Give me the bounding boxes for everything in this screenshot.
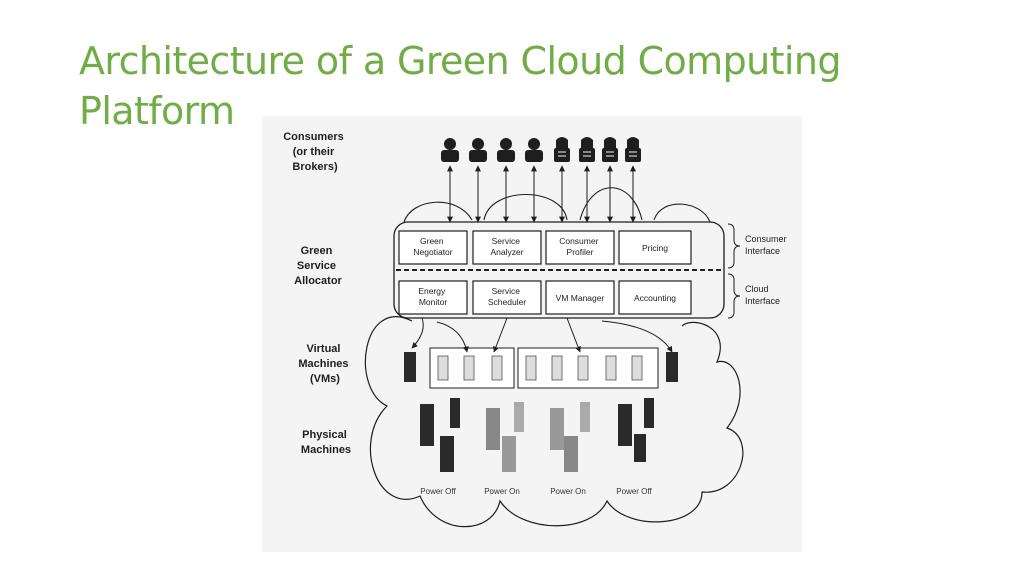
server-icon xyxy=(618,398,654,462)
module-box-energy-monitor xyxy=(398,280,468,315)
layer-label-line: Virtual xyxy=(306,343,340,355)
module-label-line: Energy xyxy=(418,286,446,296)
module-box-pricing xyxy=(618,230,692,265)
vm-icon xyxy=(437,355,449,381)
module-label-line: Scheduler xyxy=(488,297,526,307)
module-label-line: Service xyxy=(492,286,521,296)
layer-label-line: Service xyxy=(297,260,336,272)
layer-label-line: Machines xyxy=(298,358,348,370)
module-label-line: Service xyxy=(492,236,521,246)
module-label-line: Pricing xyxy=(642,243,668,253)
module-label-line: Monitor xyxy=(419,297,448,307)
layer-label-physical: Physical Machines xyxy=(301,429,351,456)
allocator-top-bumps xyxy=(403,187,711,223)
module-label-line: Green xyxy=(420,236,444,246)
person-icon xyxy=(469,138,487,162)
module-box-service-scheduler xyxy=(472,280,542,315)
module-label-line: Negotiator xyxy=(413,247,452,257)
module-label-line: Analyzer xyxy=(490,247,523,257)
architecture-svg: Consumers (or their Brokers) Green Servi… xyxy=(283,131,789,528)
module-label-vm-manager: VM Manager xyxy=(556,293,605,303)
allocator-vm-arrow xyxy=(566,317,581,353)
consumer-interface-label: Consumer Interface xyxy=(745,234,789,256)
layer-label-line: (VMs) xyxy=(310,373,340,385)
cloud-interface-brace xyxy=(727,273,741,319)
layer-label-line: (or their xyxy=(293,146,335,158)
robot-icon xyxy=(602,137,618,162)
module-label-line: Consumer xyxy=(559,236,598,246)
robot-icon xyxy=(579,137,595,162)
module-box-accounting xyxy=(618,280,692,315)
layer-label-line: Consumers xyxy=(283,131,344,143)
robot-icon xyxy=(554,137,570,162)
vm-icon xyxy=(666,352,678,382)
layer-label-vms: Virtual Machines (VMs) xyxy=(298,343,351,385)
vm-icon xyxy=(463,355,475,381)
allocator-vm-arrow xyxy=(601,320,673,353)
layer-label-line: Machines xyxy=(301,444,351,456)
machine-state-label: Power On xyxy=(484,487,520,496)
module-label-line: Accounting xyxy=(634,293,676,303)
module-box-green-negotiator xyxy=(398,230,468,265)
machine-state-label: Power Off xyxy=(616,487,652,496)
module-box-consumer-profiler xyxy=(545,230,615,265)
consumer-interface-brace xyxy=(727,223,741,269)
cloud-outline xyxy=(364,316,744,528)
module-label-service-analyzer: Service Analyzer xyxy=(490,236,523,257)
allocator-vm-arrow xyxy=(436,321,469,353)
interface-label-line: Cloud xyxy=(745,284,769,294)
slide-title: Architecture of a Green Cloud Computing … xyxy=(79,39,841,133)
layer-label-allocator: Green Service Allocator xyxy=(294,245,342,287)
allocator-vm-arrow xyxy=(411,317,424,349)
vm-icon xyxy=(577,355,589,381)
layer-label-line: Physical xyxy=(302,429,347,441)
allocator-vm-arrow xyxy=(493,317,508,353)
layer-label-line: Brokers) xyxy=(292,161,338,173)
module-label-pricing: Pricing xyxy=(642,243,668,253)
layer-label-line: Green xyxy=(301,245,333,257)
vm-icon xyxy=(525,355,537,381)
server-icon xyxy=(420,398,460,472)
module-label-green-negotiator: Green Negotiator xyxy=(413,236,452,257)
module-label-accounting: Accounting xyxy=(634,293,676,303)
vm-icon xyxy=(631,355,643,381)
person-icon xyxy=(497,138,515,162)
architecture-diagram: Consumers (or their Brokers) Green Servi… xyxy=(262,116,802,552)
module-box-vm-manager xyxy=(545,280,615,315)
person-icon xyxy=(525,138,543,162)
layer-label-consumers: Consumers (or their Brokers) xyxy=(283,131,347,173)
vm-icon xyxy=(551,355,563,381)
vm-icon xyxy=(491,355,503,381)
machine-state-label: Power Off xyxy=(420,487,456,496)
machine-state-label: Power On xyxy=(550,487,586,496)
server-icon xyxy=(486,402,524,472)
interface-label-line: Interface xyxy=(745,296,780,306)
module-label-energy-monitor: Energy Monitor xyxy=(418,286,447,307)
cloud-interface-label: Cloud Interface xyxy=(745,284,780,306)
vm-icon xyxy=(605,355,617,381)
server-icon xyxy=(550,402,590,472)
interface-label-line: Consumer xyxy=(745,234,787,244)
person-icon xyxy=(441,138,459,162)
layer-label-line: Allocator xyxy=(294,275,342,287)
module-label-consumer-profiler: Consumer Profiler xyxy=(559,236,601,257)
module-label-line: VM Manager xyxy=(556,293,605,303)
module-box-service-analyzer xyxy=(472,230,542,265)
vm-icon xyxy=(404,352,416,382)
interface-label-line: Interface xyxy=(745,246,780,256)
module-label-service-scheduler: Service Scheduler xyxy=(488,286,526,307)
module-label-line: Profiler xyxy=(567,247,594,257)
robot-icon xyxy=(625,137,641,162)
